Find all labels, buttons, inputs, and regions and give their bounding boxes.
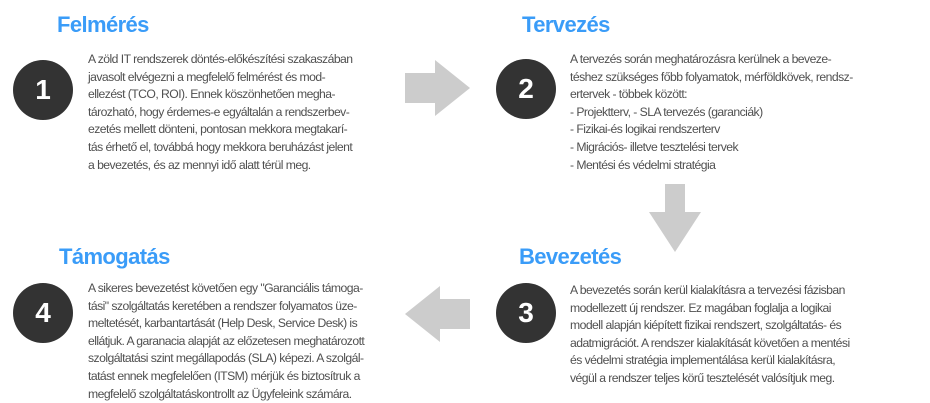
text-line: a bevezetés, és az mennyi idő alatt térü… [88, 157, 311, 172]
text-line: tározható, hogy érdemes-e egyáltalán a r… [88, 104, 350, 119]
text-line: tatást ennek megfelelően (ITSM) mérjük é… [88, 368, 360, 383]
text-line: - Projektterv, - SLA tervezés (garanciák… [570, 104, 763, 119]
text-line: ezetés mellett dönteni, pontosan mekkora… [88, 122, 348, 137]
arrow-down-icon [649, 184, 701, 252]
text-line: A bevezetés során kerül kialakításra a t… [570, 283, 845, 297]
text-line: tás érhető el, továbbá hogy mekkora beru… [88, 139, 353, 154]
text-line: és védelmi stratégia implementálása kerü… [570, 353, 836, 368]
arrow-right-icon [405, 60, 470, 116]
text-line: ertervek - többek között: [570, 87, 688, 102]
text-line: javasolt elvégezni a megfelelő felmérést… [88, 69, 326, 84]
text-line: - Mentési és védelmi stratégia [570, 157, 716, 172]
text-line: adatmigrációt. A rendszer kialakítását k… [570, 335, 850, 350]
step-number-badge: 4 [13, 283, 73, 343]
text-line: modellezett új rendszer. Ez magában fogl… [570, 300, 831, 315]
step-number-badge: 1 [13, 60, 73, 120]
step-description: A sikeres bevezetést követően egy "Garan… [88, 280, 365, 403]
step-title: Felmérés [57, 12, 149, 37]
text-line: meltetését, karbantartását (Help Desk, S… [88, 316, 358, 331]
text-line: modell alapján kiépített fizikai rendsze… [570, 318, 842, 333]
text-line: végül a rendszer teljes körű tesztelését… [570, 370, 835, 385]
step-number-badge: 2 [496, 59, 556, 119]
text-line: A tervezés során meghatározásra kerülnek… [570, 52, 832, 66]
text-line: ellezést (TCO, ROI). Ennek köszönhetően … [88, 87, 336, 102]
step-description: A zöld IT rendszerek döntés-előkészítési… [88, 51, 353, 174]
text-line: A zöld IT rendszerek döntés-előkészítési… [88, 52, 353, 66]
text-line: ellátjuk. A garanacia alapját az előzete… [88, 333, 365, 348]
step-title: Tervezés [522, 12, 610, 37]
text-line: A sikeres bevezetést követően egy "Garan… [88, 281, 363, 295]
text-line: - Fizikai-és logikai rendszerterv [570, 122, 720, 137]
text-line: - Migrációs- illetve tesztelési tervek [570, 139, 739, 154]
step-title: Bevezetés [519, 244, 622, 269]
text-line: tási" szolgáltatás keretében a rendszer … [88, 298, 357, 313]
step-description: A tervezés során meghatározásra kerülnek… [570, 51, 853, 174]
step-title: Támogatás [59, 244, 170, 269]
text-line: megfelelő szolgáltatáskontrollt az Ügyfe… [88, 386, 352, 401]
step-number-badge: 3 [496, 283, 556, 343]
text-line: szolgáltatási szint megállapodás (SLA) k… [88, 351, 364, 366]
text-line: téshez szükséges főbb folyamatok, mérföl… [570, 69, 853, 84]
step-description: A bevezetés során kerül kialakításra a t… [570, 282, 850, 388]
arrow-left-icon [405, 286, 470, 342]
